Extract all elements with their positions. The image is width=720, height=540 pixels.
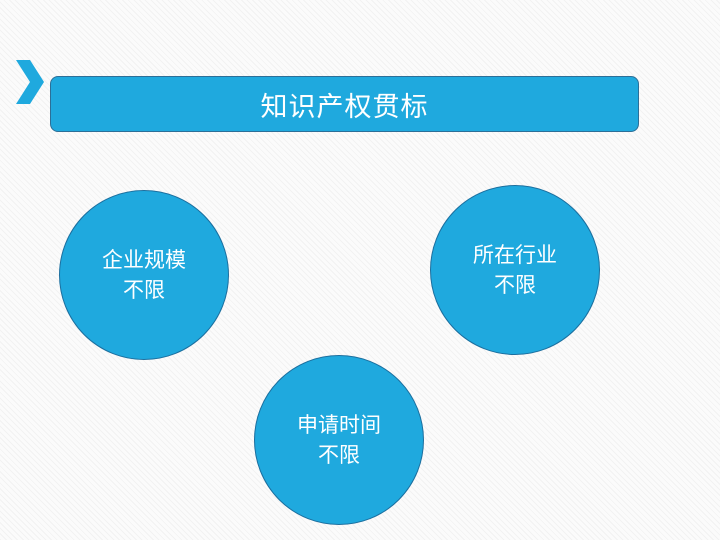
circle-value: 不限 <box>123 278 165 302</box>
page-title: 知识产权贯标 <box>260 91 429 123</box>
title-bar: 知识产权贯标 <box>50 76 639 132</box>
circle-value: 不限 <box>494 273 536 297</box>
circle-enterprise-scale: 企业规模 不限 <box>59 190 229 360</box>
circle-label: 申请时间 <box>297 413 381 437</box>
circle-value: 不限 <box>318 443 360 467</box>
circle-industry: 所在行业 不限 <box>430 185 600 355</box>
circle-label: 企业规模 <box>102 248 186 272</box>
circle-label: 所在行业 <box>473 243 557 267</box>
chevron-right-icon <box>16 60 44 104</box>
circle-application-time: 申请时间 不限 <box>254 355 424 525</box>
chevron-shape <box>16 60 44 104</box>
